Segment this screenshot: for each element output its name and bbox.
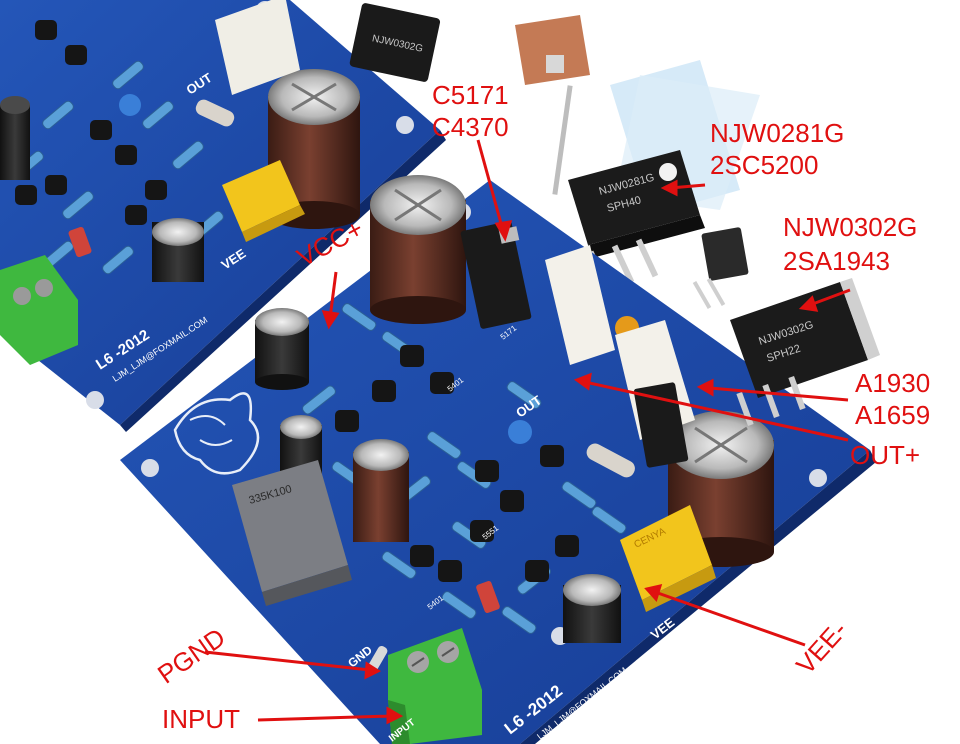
film-capacitor: 335K100	[232, 460, 352, 606]
label-njw0281g: NJW0281G	[710, 118, 845, 148]
annotation-arrows	[204, 139, 851, 725]
input-terminal-block	[388, 628, 482, 744]
pnp-power-transistor: NJW0302G SPH22	[730, 278, 880, 427]
label-2sc5200: 2SC5200	[710, 150, 819, 180]
label-a1930: A1930	[855, 368, 931, 398]
label-njw0302g: NJW0302G	[783, 212, 918, 242]
right-pcb: 335K100 NJW0302G SPH22	[120, 175, 880, 744]
left-pcb: NJW0302G L6 -2012 LJM_LJM@FOXMAIL.COM OU…	[0, 0, 446, 432]
label-a1659: A1659	[855, 400, 931, 430]
yellow-capacitor: CENYA	[620, 505, 716, 612]
label-c4370: C4370	[432, 112, 509, 142]
label-2sa1943: 2SA1943	[783, 246, 890, 276]
loose-parts: NJW0281G SPH40	[515, 15, 760, 309]
label-out-plus: OUT+	[850, 440, 921, 470]
npn-power-transistor: NJW0281G SPH40	[568, 150, 705, 290]
label-input: INPUT	[162, 704, 240, 734]
label-c5171: C5171	[432, 80, 509, 110]
